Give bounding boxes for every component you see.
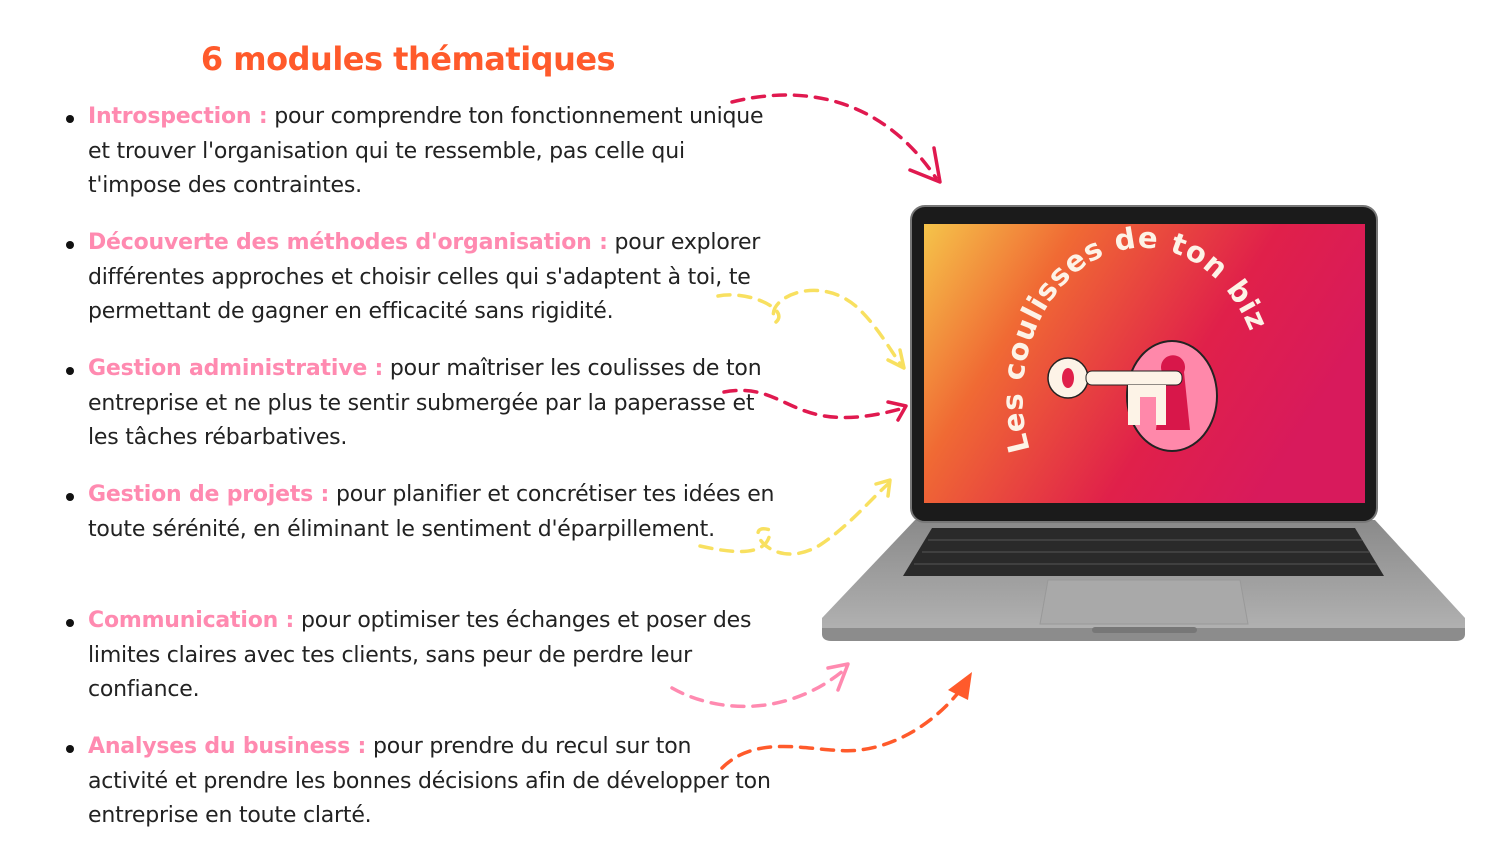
modules-list: Introspection : pour comprendre ton fonc…	[66, 100, 776, 856]
arrow-2	[716, 288, 904, 368]
module-item: Gestion administrative : pour maîtriser …	[66, 352, 776, 478]
page-title: 6 modules thématiques	[200, 40, 616, 78]
module-label: Analyses du business :	[88, 734, 367, 759]
module-item: Gestion de projets : pour planifier et c…	[66, 478, 776, 604]
arrow-5	[670, 668, 846, 709]
module-text: pour comprendre ton fonctionnement uniqu…	[88, 104, 764, 198]
arrow-6	[720, 678, 970, 770]
module-label: Introspection :	[88, 104, 268, 129]
module-label: Communication :	[88, 608, 295, 633]
module-text: pour maîtriser les coulisses de ton entr…	[88, 356, 762, 450]
arrow-1	[730, 93, 938, 180]
module-label: Gestion de projets :	[88, 482, 330, 507]
module-item: Introspection : pour comprendre ton fonc…	[66, 100, 776, 226]
module-text: pour prendre du recul sur ton activité e…	[88, 734, 771, 828]
module-item: Analyses du business : pour prendre du r…	[66, 730, 776, 856]
module-text: pour planifier et concrétiser tes idées …	[88, 482, 775, 542]
module-label: Découverte des méthodes d'organisation :	[88, 230, 608, 255]
module-item: Communication : pour optimiser tes échan…	[66, 604, 776, 730]
module-text: pour explorer différentes approches et c…	[88, 230, 761, 324]
arrow-3	[722, 388, 906, 420]
module-item: Découverte des méthodes d'organisation :…	[66, 226, 776, 352]
arrow-4	[698, 482, 890, 556]
module-label: Gestion administrative :	[88, 356, 384, 381]
module-text: pour optimiser tes échanges et poser des…	[88, 608, 752, 702]
trackpad	[1039, 579, 1249, 625]
